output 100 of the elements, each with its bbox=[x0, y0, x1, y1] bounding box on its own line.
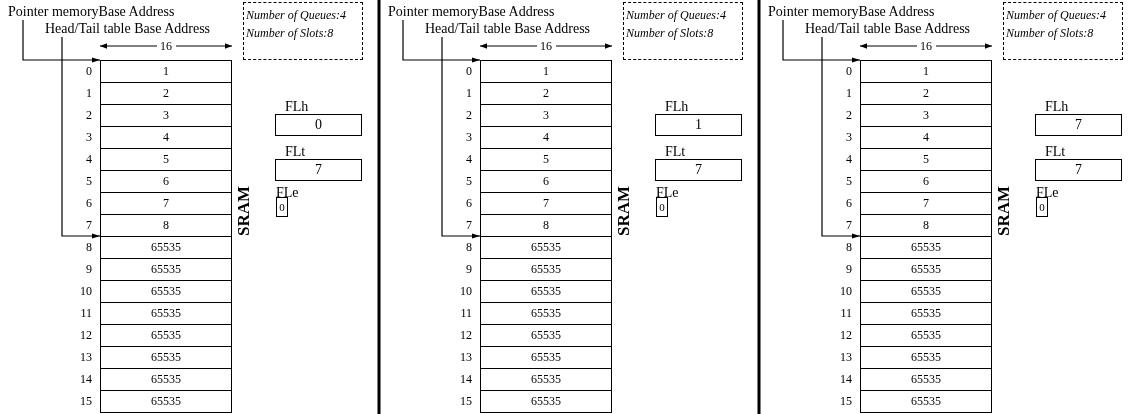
register-label: FLh bbox=[665, 100, 689, 114]
row-index: 10 bbox=[459, 284, 472, 299]
note-text: Number of Queues:4 bbox=[1006, 8, 1106, 23]
arrow bbox=[402, 19, 481, 63]
row-index: 8 bbox=[845, 240, 852, 255]
memory-cell: 65535 bbox=[480, 236, 612, 259]
arrow bbox=[61, 36, 101, 239]
row-index: 7 bbox=[85, 218, 92, 233]
note-text: Number of Slots:8 bbox=[1006, 26, 1094, 41]
memory-cell: 4 bbox=[860, 126, 992, 149]
row-index: 2 bbox=[465, 108, 472, 123]
memory-cell: 65535 bbox=[100, 302, 232, 325]
row-index: 6 bbox=[85, 196, 92, 211]
memory-cell: 65535 bbox=[100, 280, 232, 303]
memory-cell: 65535 bbox=[860, 324, 992, 347]
row-index: 9 bbox=[845, 262, 852, 277]
register-label: FLt bbox=[1045, 145, 1066, 159]
memory-cell: 3 bbox=[480, 104, 612, 127]
note-text: Number of Queues:4 bbox=[626, 8, 726, 23]
row-index: 0 bbox=[465, 64, 472, 79]
memory-cell: 3 bbox=[100, 104, 232, 127]
memory-cell: 3 bbox=[860, 104, 992, 127]
memory-cell: 6 bbox=[100, 170, 232, 193]
memory-cell: 65535 bbox=[100, 390, 232, 413]
memory-label: SRAM bbox=[235, 185, 252, 236]
arrow bbox=[441, 36, 481, 239]
memory-cell: 7 bbox=[100, 192, 232, 215]
memory-cell: 65535 bbox=[100, 368, 232, 391]
row-index: 6 bbox=[845, 196, 852, 211]
row-index: 1 bbox=[85, 86, 92, 101]
row-index: 6 bbox=[465, 196, 472, 211]
dimension-label: 16 bbox=[920, 40, 932, 52]
memory-cell: 65535 bbox=[480, 368, 612, 391]
memory-cell: 6 bbox=[860, 170, 992, 193]
row-index: 3 bbox=[845, 130, 852, 145]
register-box: 0 bbox=[1036, 197, 1048, 217]
address-label: Head/Tail table Base Address bbox=[45, 21, 211, 37]
memory-cell: 65535 bbox=[100, 346, 232, 369]
register-box: 1 bbox=[655, 114, 742, 136]
memory-cell: 2 bbox=[100, 82, 232, 105]
address-label: Head/Tail table Base Address bbox=[425, 21, 591, 37]
note-box bbox=[623, 2, 743, 60]
arrow bbox=[782, 19, 861, 63]
register-label: FLh bbox=[285, 100, 309, 114]
note-text: Number of Queues:4 bbox=[246, 8, 346, 23]
note-text: Number of Slots:8 bbox=[246, 26, 334, 41]
row-index: 14 bbox=[459, 372, 472, 387]
register-box: 0 bbox=[275, 114, 362, 136]
row-index: 8 bbox=[465, 240, 472, 255]
row-index: 2 bbox=[85, 108, 92, 123]
row-index: 5 bbox=[845, 174, 852, 189]
memory-cell: 65535 bbox=[860, 302, 992, 325]
memory-cell: 65535 bbox=[480, 280, 612, 303]
row-index: 13 bbox=[79, 350, 92, 365]
row-index: 11 bbox=[839, 306, 852, 321]
memory-cell: 65535 bbox=[480, 346, 612, 369]
row-index: 3 bbox=[465, 130, 472, 145]
arrow bbox=[821, 36, 861, 239]
row-index: 11 bbox=[79, 306, 92, 321]
row-index: 14 bbox=[79, 372, 92, 387]
memory-cell: 65535 bbox=[860, 236, 992, 259]
register-box: 0 bbox=[276, 197, 288, 217]
register-label: FLt bbox=[285, 145, 306, 159]
memory-cell: 1 bbox=[860, 60, 992, 83]
row-index: 7 bbox=[465, 218, 472, 233]
memory-cell: 65535 bbox=[860, 368, 992, 391]
memory-cell: 65535 bbox=[100, 258, 232, 281]
memory-cell: 65535 bbox=[860, 346, 992, 369]
row-index: 1 bbox=[465, 86, 472, 101]
memory-cell: 4 bbox=[480, 126, 612, 149]
register-box: 7 bbox=[1035, 159, 1122, 181]
row-index: 1 bbox=[845, 86, 852, 101]
register-label: FLt bbox=[665, 145, 686, 159]
memory-cell: 65535 bbox=[480, 390, 612, 413]
memory-cell: 65535 bbox=[100, 236, 232, 259]
memory-cell: 1 bbox=[480, 60, 612, 83]
memory-cell: 6 bbox=[480, 170, 612, 193]
address-label: Pointer memoryBase Address bbox=[8, 4, 175, 20]
memory-cell: 65535 bbox=[480, 324, 612, 347]
row-index: 15 bbox=[79, 394, 92, 409]
memory-label: SRAM bbox=[995, 185, 1012, 236]
dimension-label: 16 bbox=[160, 40, 172, 52]
row-index: 12 bbox=[839, 328, 852, 343]
memory-cell: 4 bbox=[100, 126, 232, 149]
row-index: 13 bbox=[839, 350, 852, 365]
note-box bbox=[243, 2, 363, 60]
memory-cell: 65535 bbox=[480, 302, 612, 325]
memory-cell: 5 bbox=[480, 148, 612, 171]
address-label: Pointer memoryBase Address bbox=[768, 4, 935, 20]
memory-label: SRAM bbox=[615, 185, 632, 236]
register-label: FLe bbox=[1036, 186, 1059, 200]
register-box: 7 bbox=[655, 159, 742, 181]
memory-cell: 65535 bbox=[860, 280, 992, 303]
row-index: 5 bbox=[465, 174, 472, 189]
memory-cell: 65535 bbox=[860, 258, 992, 281]
memory-cell: 2 bbox=[480, 82, 612, 105]
row-index: 9 bbox=[85, 262, 92, 277]
register-box: 7 bbox=[1035, 114, 1122, 136]
register-label: FLh bbox=[1045, 100, 1069, 114]
register-label: FLe bbox=[656, 186, 679, 200]
